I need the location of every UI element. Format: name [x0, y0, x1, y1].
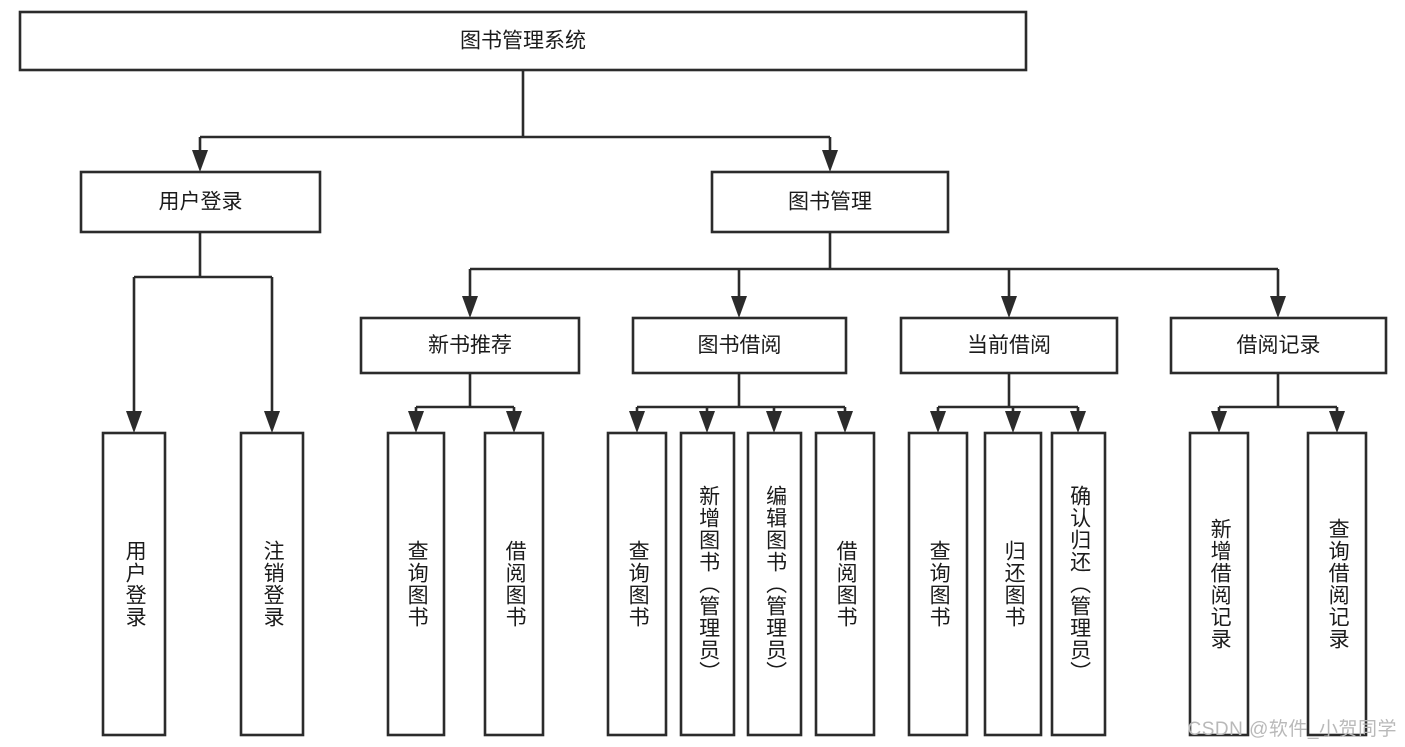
node-leaf-2 [386, 431, 446, 737]
node-root [18, 10, 1028, 72]
group-0-branch-1-head [506, 411, 522, 433]
group-1-branch-3-head [837, 411, 853, 433]
node-leaf-10 [1050, 431, 1107, 737]
group-1-branch-1-head [699, 411, 715, 433]
group-1-branch-2-head [766, 411, 782, 433]
group-2-branch-2-head [1070, 411, 1086, 433]
manage-branch-0-head [462, 296, 478, 318]
node-leaf-1 [239, 431, 305, 737]
node-level2-1 [710, 170, 950, 234]
node-level2-0-label: 用户登录 [159, 191, 243, 214]
node-leaf-5 [679, 431, 736, 737]
root-branch-0-head [192, 150, 208, 172]
manage-branch-3-head [1270, 296, 1286, 318]
login-branch-0-head [126, 411, 142, 433]
group-0-branch-0-head [408, 411, 424, 433]
group-2-branch-1-head [1005, 411, 1021, 433]
node-root-label: 图书管理系统 [460, 30, 586, 53]
node-level3-2 [899, 316, 1119, 375]
node-leaf-9 [983, 431, 1043, 737]
node-level3-0 [359, 316, 581, 375]
node-level2-0 [79, 170, 322, 234]
manage-branch-2-head [1001, 296, 1017, 318]
node-leaf-12 [1306, 431, 1368, 737]
node-level3-3 [1169, 316, 1388, 375]
node-leaf-4 [606, 431, 668, 737]
group-2-branch-0-head [930, 411, 946, 433]
node-level3-0-label: 新书推荐 [428, 334, 512, 357]
node-level2-1-label: 图书管理 [788, 191, 872, 214]
group-1-branch-0-head [629, 411, 645, 433]
node-leaf-11 [1188, 431, 1250, 737]
node-leaf-8 [907, 431, 969, 737]
login-branch-1-head [264, 411, 280, 433]
node-leaf-3 [483, 431, 545, 737]
node-leaf-7 [814, 431, 876, 737]
node-leaf-0 [101, 431, 167, 737]
edges-layer [126, 70, 1345, 433]
root-branch-1-head [822, 150, 838, 172]
node-leaf-6 [746, 431, 803, 737]
group-3-branch-1-head [1329, 411, 1345, 433]
boxes-layer [18, 10, 1388, 737]
node-level3-2-label: 当前借阅 [967, 334, 1051, 357]
csdn-watermark: CSDN @软件_小贺同学 [1187, 719, 1397, 740]
node-level3-3-label: 借阅记录 [1237, 334, 1321, 357]
node-level3-1-label: 图书借阅 [698, 334, 782, 357]
node-level3-1 [631, 316, 848, 375]
group-3-branch-0-head [1211, 411, 1227, 433]
manage-branch-1-head [731, 296, 747, 318]
